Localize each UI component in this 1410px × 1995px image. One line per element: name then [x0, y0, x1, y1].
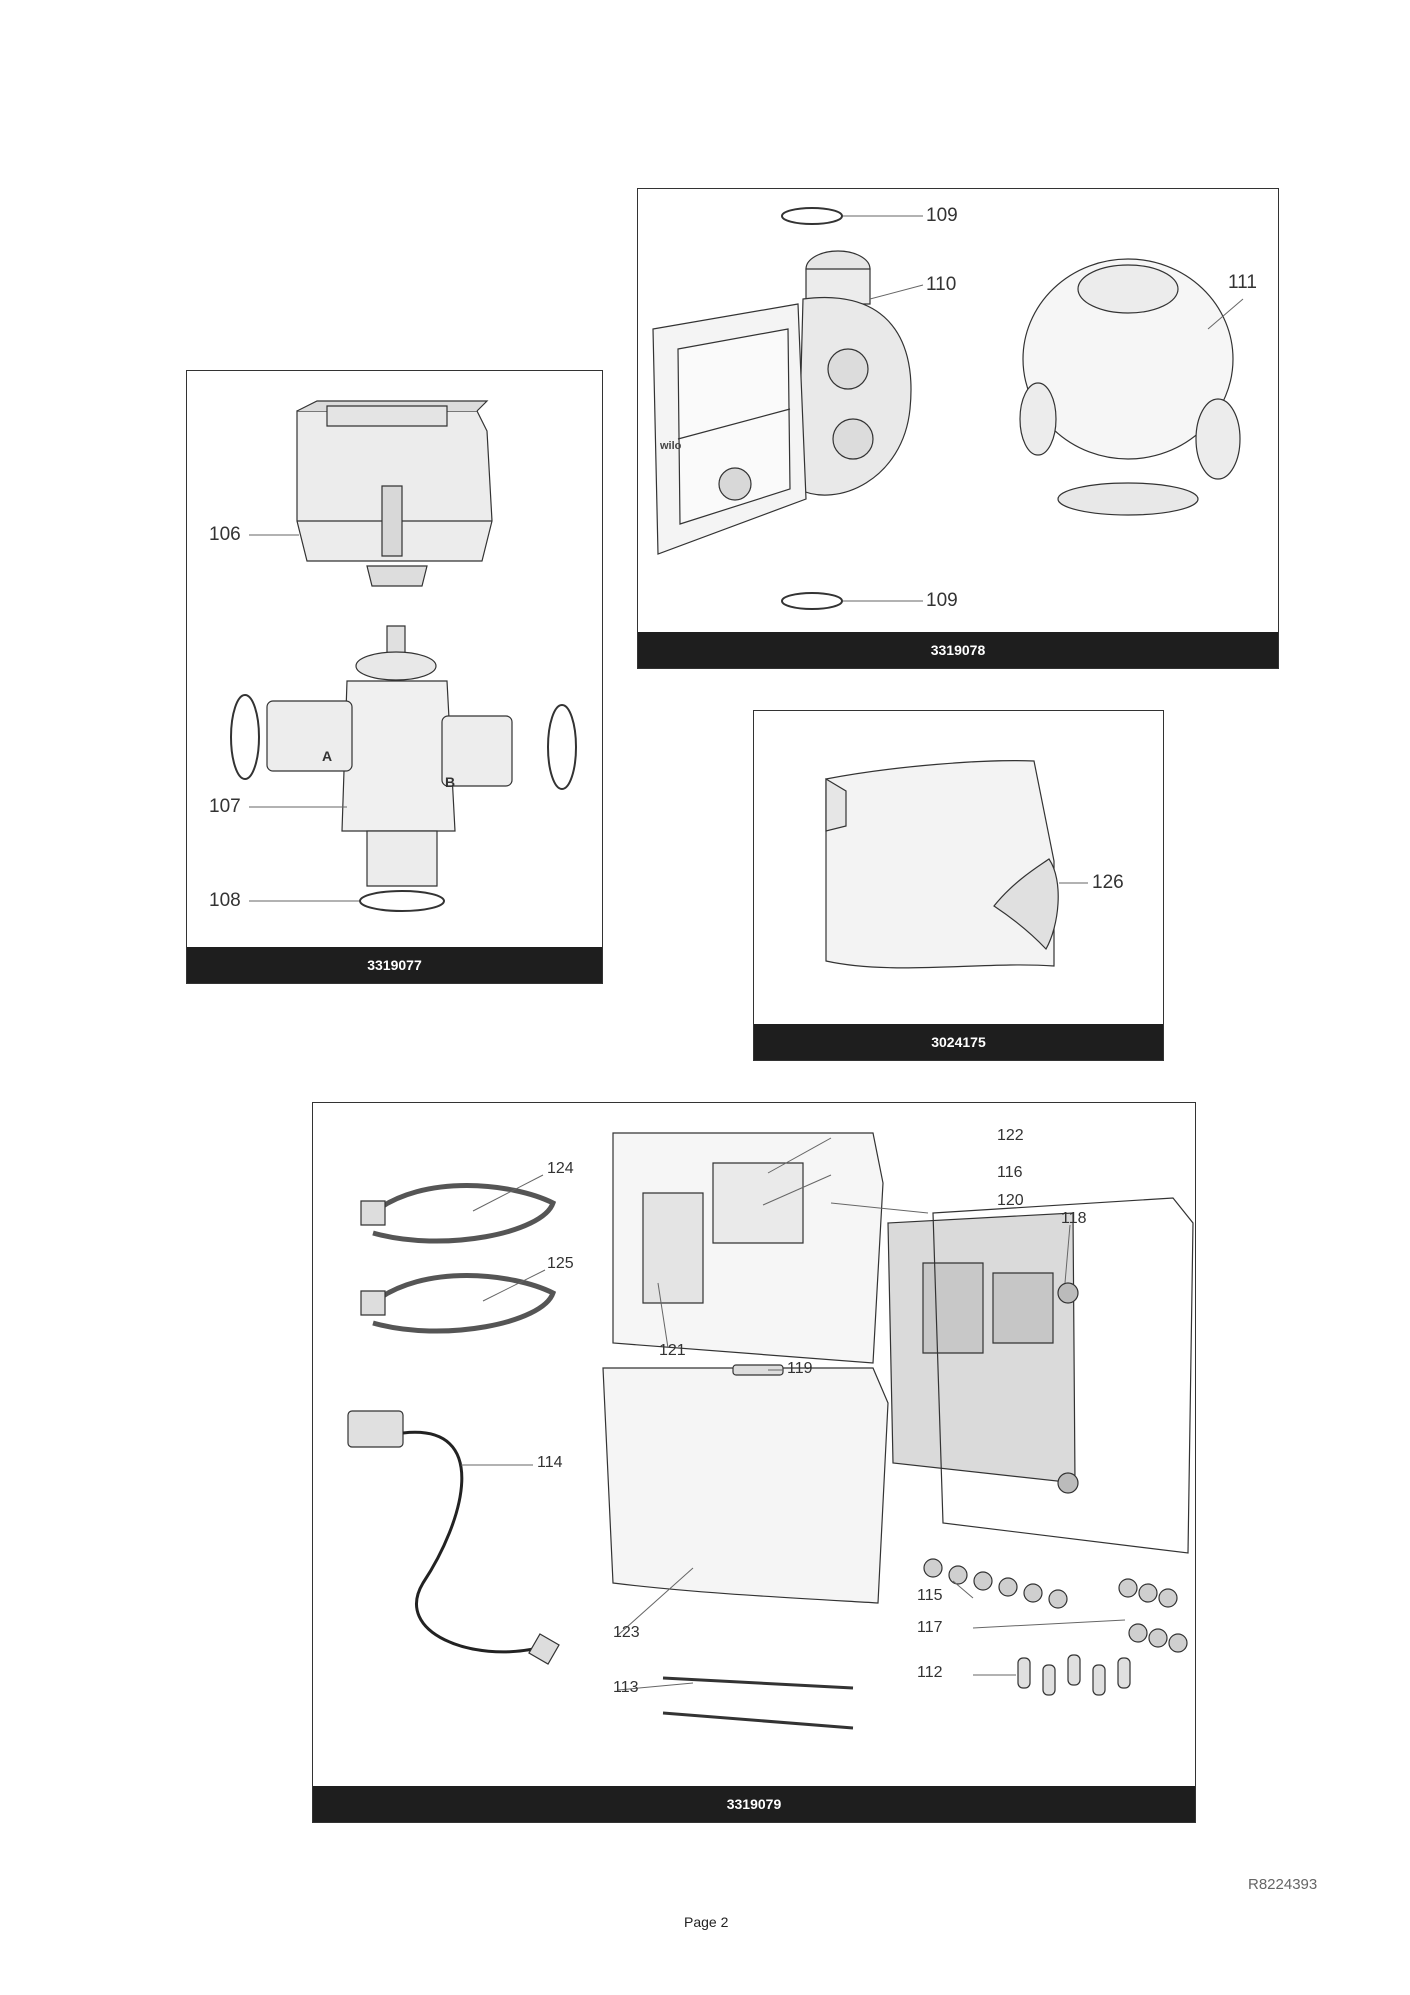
- callout-110: 110: [926, 274, 957, 295]
- part-number-caption: 3319079: [313, 1786, 1195, 1822]
- callout-118: 118: [1061, 1210, 1087, 1227]
- page-number: Page 2: [684, 1914, 729, 1930]
- callout-117: 117: [917, 1619, 943, 1636]
- part-number-caption: 3319078: [638, 632, 1278, 668]
- callout-115: 115: [917, 1587, 943, 1604]
- callout-107: 107: [209, 796, 241, 817]
- pump-panel: wilo 109 110 111 109 3319078: [637, 188, 1279, 669]
- callout-113: 113: [613, 1679, 639, 1696]
- callout-109-bottom: 109: [926, 590, 958, 611]
- port-label-a: A: [322, 748, 333, 764]
- controller-assembly-drawing: [313, 1103, 1197, 1788]
- part-number-caption: 3024175: [754, 1024, 1163, 1060]
- callout-116: 116: [997, 1164, 1023, 1181]
- callout-124: 124: [547, 1160, 574, 1177]
- callout-119: 119: [787, 1360, 813, 1377]
- callout-120: 120: [997, 1192, 1024, 1209]
- cover-drawing: [754, 711, 1165, 1026]
- callout-121: 121: [659, 1342, 686, 1359]
- document-reference-code: R8224393: [1248, 1876, 1318, 1893]
- callout-126: 126: [1092, 872, 1124, 893]
- callout-123: 123: [613, 1624, 640, 1641]
- callout-112: 112: [917, 1664, 943, 1681]
- port-label-b: B: [445, 774, 456, 790]
- cover-panel: 126 3024175: [753, 710, 1164, 1061]
- controller-panel: 122 116 120 118 124 125 121 119 114 115 …: [312, 1102, 1196, 1823]
- callout-108: 108: [209, 890, 241, 911]
- part-number-caption: 3319077: [187, 947, 602, 983]
- valve-assembly-drawing: [187, 371, 604, 949]
- callout-125: 125: [547, 1255, 574, 1272]
- brand-mark: wilo: [660, 440, 682, 452]
- callout-109-top: 109: [926, 205, 958, 226]
- callout-114: 114: [537, 1454, 563, 1471]
- callout-111: 111: [1228, 272, 1257, 293]
- callout-122: 122: [997, 1127, 1024, 1144]
- callout-106: 106: [209, 524, 241, 545]
- valve-panel: 106 107 108 A B 3319077: [186, 370, 603, 984]
- pump-assembly-drawing: [638, 189, 1280, 634]
